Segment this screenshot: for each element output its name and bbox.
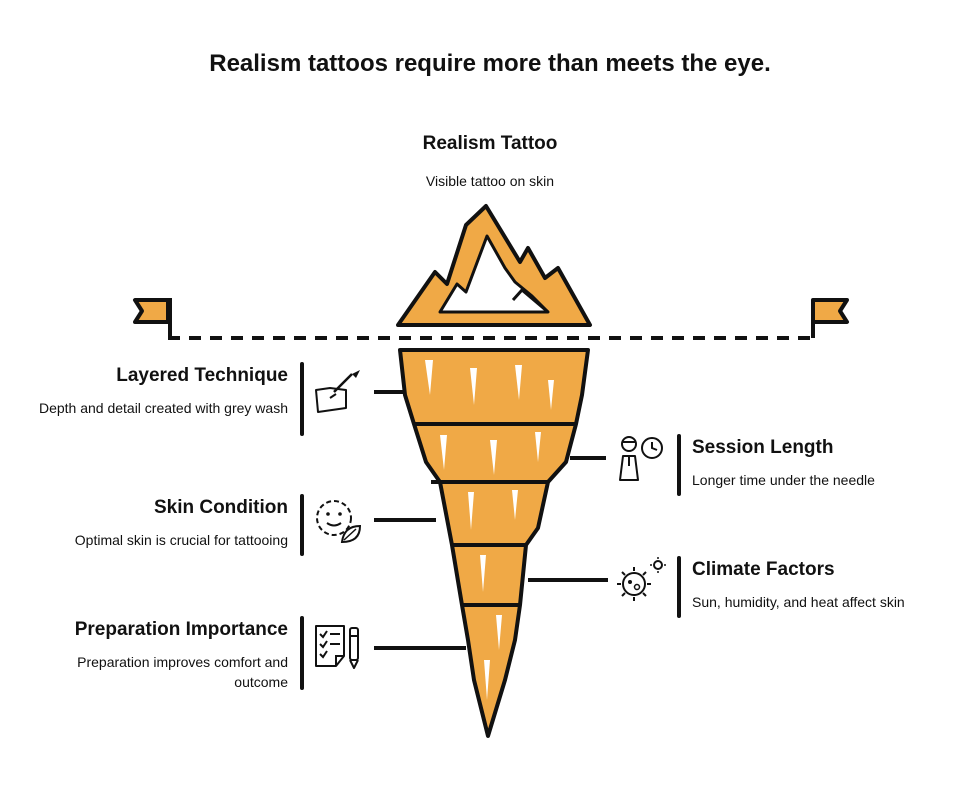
item-divider xyxy=(300,362,304,436)
item-title: Session Length xyxy=(692,437,834,458)
item-session-length: Session Length Longer time under the nee… xyxy=(692,436,952,490)
item-description: Sun, humidity, and heat affect skin xyxy=(692,594,905,610)
item-divider xyxy=(677,556,681,618)
item-skin-condition: Skin Condition Optimal skin is crucial f… xyxy=(38,496,288,550)
item-description: Longer time under the needle xyxy=(692,472,875,488)
item-title: Skin Condition xyxy=(153,497,288,518)
item-climate-factors: Climate Factors Sun, humidity, and heat … xyxy=(692,558,952,612)
item-description: Optimal skin is crucial for tattooing xyxy=(74,532,288,548)
item-layered-technique: Layered Technique Depth and detail creat… xyxy=(38,364,288,418)
person-clock-icon xyxy=(619,436,663,481)
item-description: Depth and detail created with grey wash xyxy=(38,400,288,416)
page-title: Realism tattoos require more than meets … xyxy=(209,50,771,77)
item-description: Preparation improves comfort and outcome xyxy=(77,654,288,690)
left-flag xyxy=(133,298,172,338)
face-leaf-icon xyxy=(316,500,362,544)
sun-virus-icon xyxy=(617,557,666,601)
item-preparation-importance: Preparation Importance Preparation impro… xyxy=(38,618,288,692)
item-divider xyxy=(300,494,304,556)
checklist-pen-icon xyxy=(315,625,359,669)
iceberg-tip xyxy=(396,204,592,327)
item-divider xyxy=(677,434,681,496)
item-divider xyxy=(300,616,304,690)
iceberg-tip-title: Realism Tattoo xyxy=(422,133,558,154)
item-title: Layered Technique xyxy=(116,365,288,386)
item-title: Preparation Importance xyxy=(74,619,288,640)
brush-icon xyxy=(315,370,360,413)
right-flag xyxy=(811,298,849,338)
iceberg-tip-description: Visible tattoo on skin xyxy=(425,173,555,189)
item-title: Climate Factors xyxy=(692,559,835,580)
iceberg-underwater xyxy=(398,348,590,738)
